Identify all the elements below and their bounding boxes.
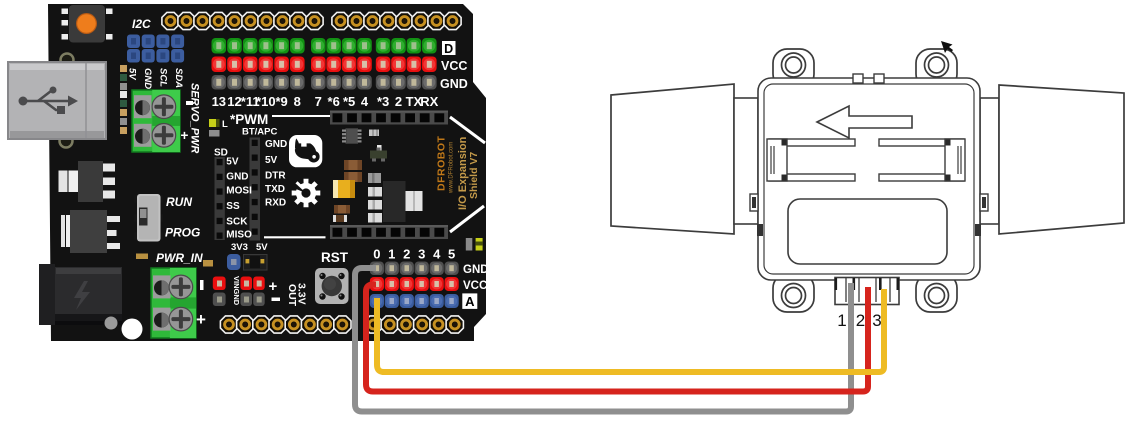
svg-text:TXD: TXD bbox=[265, 184, 285, 195]
svg-text:+: + bbox=[181, 128, 189, 143]
svg-text:MISO: MISO bbox=[226, 230, 252, 241]
svg-text:TX: TX bbox=[406, 94, 423, 109]
svg-text:GND: GND bbox=[142, 68, 153, 89]
svg-text:2: 2 bbox=[856, 311, 865, 330]
svg-text:1: 1 bbox=[388, 247, 395, 262]
svg-text:SS: SS bbox=[226, 201, 240, 212]
svg-text:*10: *10 bbox=[256, 94, 276, 109]
svg-text:8: 8 bbox=[294, 94, 301, 109]
svg-text:DFROBOT: DFROBOT bbox=[436, 136, 448, 191]
svg-text:RUN: RUN bbox=[166, 195, 192, 209]
svg-text:5V: 5V bbox=[265, 155, 278, 166]
svg-text:4: 4 bbox=[361, 94, 369, 109]
svg-text:*6: *6 bbox=[328, 94, 340, 109]
svg-text:SCL: SCL bbox=[158, 68, 169, 87]
svg-text:GND: GND bbox=[440, 77, 468, 91]
svg-text:2: 2 bbox=[395, 94, 402, 109]
svg-text:RST: RST bbox=[321, 250, 349, 265]
svg-text:PWR_IN: PWR_IN bbox=[156, 251, 203, 265]
svg-text:*11: *11 bbox=[241, 94, 260, 109]
svg-text:5V: 5V bbox=[256, 242, 268, 253]
svg-text:OUT: OUT bbox=[286, 284, 298, 307]
svg-text:PROG: PROG bbox=[165, 225, 200, 239]
svg-text:7: 7 bbox=[315, 94, 322, 109]
svg-text:*9: *9 bbox=[275, 94, 287, 109]
svg-text:I/O Expansion: I/O Expansion bbox=[457, 136, 469, 210]
svg-text:*3: *3 bbox=[377, 94, 389, 109]
svg-text:12: 12 bbox=[227, 94, 241, 109]
svg-text:RX: RX bbox=[420, 94, 438, 109]
svg-text:SERVO_PWR: SERVO_PWR bbox=[189, 83, 201, 153]
svg-text:MOSI: MOSI bbox=[226, 186, 252, 197]
svg-text:DTR: DTR bbox=[265, 171, 286, 182]
svg-text:SD: SD bbox=[214, 148, 228, 159]
svg-text:GND: GND bbox=[226, 172, 248, 183]
svg-text:BT/APC: BT/APC bbox=[242, 127, 278, 138]
svg-text:D: D bbox=[444, 42, 453, 56]
svg-text:+: + bbox=[196, 310, 206, 329]
svg-text:5V: 5V bbox=[127, 68, 138, 80]
svg-text:0: 0 bbox=[373, 247, 380, 262]
svg-text:4: 4 bbox=[433, 247, 441, 262]
svg-text:3.3V: 3.3V bbox=[296, 283, 308, 305]
svg-text:1: 1 bbox=[837, 311, 846, 330]
svg-text:3V3: 3V3 bbox=[231, 242, 248, 253]
svg-text:13: 13 bbox=[212, 94, 226, 109]
svg-text:*5: *5 bbox=[343, 94, 355, 109]
svg-text:VCC: VCC bbox=[463, 280, 487, 292]
svg-text:A: A bbox=[465, 294, 475, 309]
svg-text:GND: GND bbox=[265, 139, 287, 150]
svg-text:SCK: SCK bbox=[226, 217, 248, 228]
svg-text:VINGND: VINGND bbox=[232, 276, 241, 306]
svg-text:I2C: I2C bbox=[132, 17, 151, 31]
svg-text:RXD: RXD bbox=[265, 198, 286, 209]
svg-text:SDA: SDA bbox=[173, 68, 184, 88]
svg-text:2: 2 bbox=[403, 247, 410, 262]
svg-text:3: 3 bbox=[418, 247, 425, 262]
svg-text:www.DFRobot.com: www.DFRobot.com bbox=[449, 142, 455, 194]
svg-text:Shield V7: Shield V7 bbox=[468, 152, 480, 199]
svg-text:5V: 5V bbox=[226, 157, 239, 168]
svg-text:GND: GND bbox=[463, 264, 489, 276]
svg-text:VCC: VCC bbox=[441, 59, 467, 73]
svg-text:*PWM: *PWM bbox=[230, 112, 268, 127]
svg-text:5: 5 bbox=[448, 247, 455, 262]
svg-text:3: 3 bbox=[872, 311, 881, 330]
svg-text:L: L bbox=[222, 119, 228, 130]
svg-text:+: + bbox=[269, 278, 278, 295]
